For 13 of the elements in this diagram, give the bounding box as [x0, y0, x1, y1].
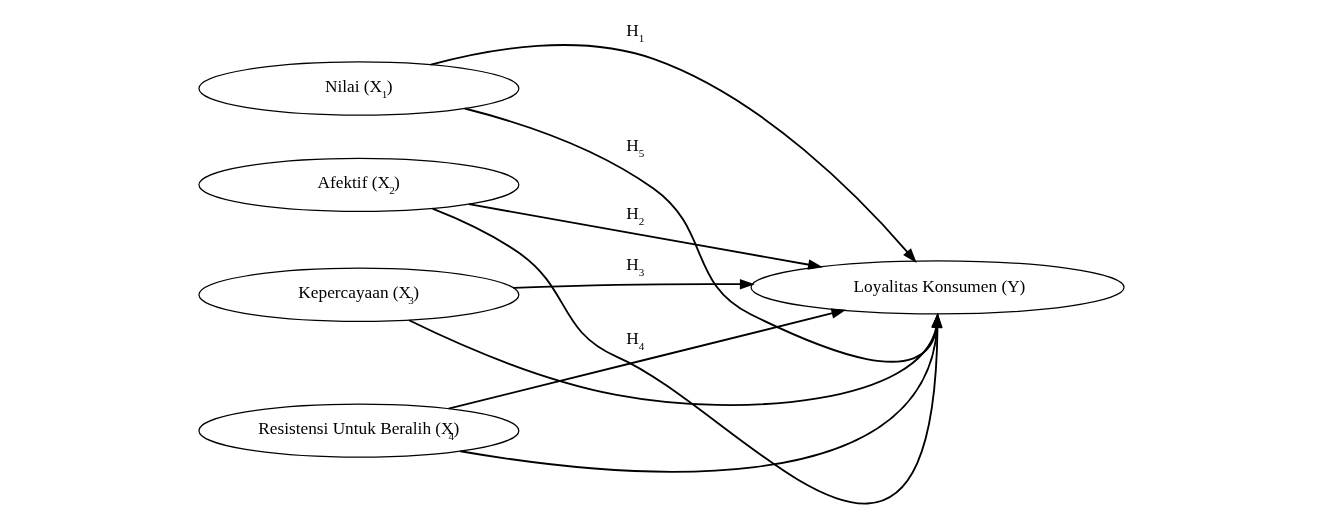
node-ellipse: Nilai (X$_{1}$)	[197, 61, 519, 116]
arrow	[512, 279, 755, 290]
arrow	[429, 44, 917, 263]
edge-label: H$_{4}$	[625, 328, 644, 352]
edge-label: H$_{1}$	[625, 21, 644, 45]
edge-label: H$_{2}$	[625, 204, 644, 228]
node-ellipse: Afektif (X$_{2}$)	[197, 157, 519, 213]
node-ellipse: Resistensi Untuk Beralih (X$_{4}$)	[197, 403, 519, 458]
edge-label: H$_{5}$	[625, 136, 644, 160]
arrow	[447, 308, 846, 410]
arrow	[467, 203, 823, 270]
edge-label: H$_{3}$	[625, 254, 644, 278]
node-ellipse: Kepercayaan (X$_{3}$)	[197, 267, 519, 322]
